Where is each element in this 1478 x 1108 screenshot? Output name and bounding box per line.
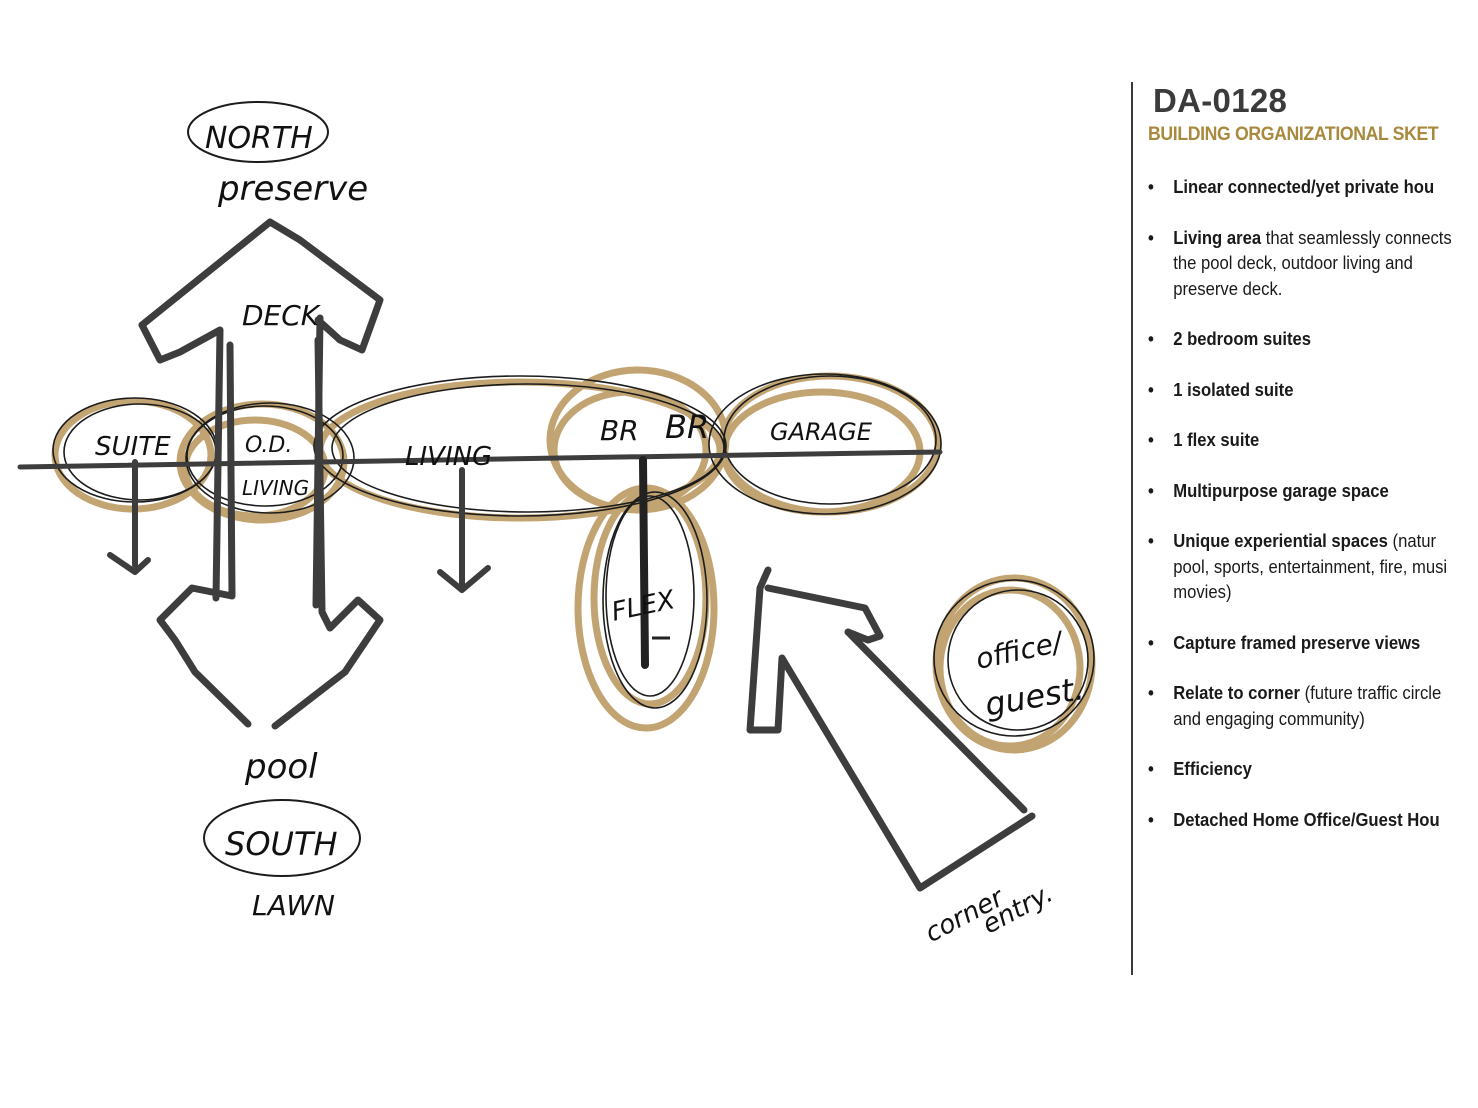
label-od: O.D.: [245, 433, 292, 458]
bullet-bold-text: Living area: [1173, 226, 1262, 248]
ink-zone-circles: [52, 373, 1095, 737]
bullet-item: • 1 flex suite: [1148, 427, 1472, 453]
page-subtitle: BUILDING ORGANIZATIONAL SKET: [1148, 124, 1439, 145]
gold-zone-circles: [51, 366, 1096, 754]
bullet-bold-text: 2 bedroom suites: [1173, 328, 1312, 349]
bullet-dot-icon: •: [1148, 808, 1154, 830]
label-br-1: BR: [600, 414, 639, 447]
label-flex: FLEX: [609, 585, 679, 628]
bullet-text: that seamlessly connects: [1261, 226, 1452, 248]
bullet-bold-text: Relate to corner: [1173, 682, 1300, 703]
bullet-item: • Efficiency: [1148, 756, 1472, 782]
office-zone-gold: [932, 574, 1096, 754]
bullet-item: • Multipurpose garage space: [1148, 478, 1472, 504]
label-garage: GARAGE: [770, 418, 873, 446]
bullet-dot-icon: •: [1148, 226, 1154, 248]
bullet-dot-icon: •: [1148, 378, 1154, 400]
bullet-text: (future traffic circle: [1299, 682, 1442, 703]
label-preserve: preserve: [217, 169, 368, 209]
south-oval: [203, 799, 361, 877]
bullet-item: • Capture framed preserve views: [1148, 630, 1472, 656]
label-office: office/: [973, 625, 1068, 676]
label-lawn: LAWN: [252, 889, 335, 922]
bullet-item: • Relate to corner (future traffic circle…: [1148, 680, 1472, 731]
label-guest: guest.: [982, 669, 1087, 724]
linear-axis-line: [17, 449, 943, 470]
pool-arrow: [156, 336, 384, 730]
bullet-item: • 1 isolated suite: [1148, 377, 1472, 403]
label-deck: DECK: [242, 299, 322, 332]
bullet-bold-text: 1 flex suite: [1173, 429, 1260, 450]
label-od-living: LIVING: [242, 476, 309, 500]
panel-divider: [1131, 82, 1133, 975]
label-suite: SUITE: [95, 432, 171, 462]
down-arrows: [107, 459, 491, 593]
bullet-dot-icon: •: [1148, 176, 1154, 197]
bullet-text: (natur: [1387, 530, 1437, 551]
page-title: DA-0128: [1153, 82, 1288, 119]
organizational-sketch: NORTH preserve DECK SUITE O.D. LIVING LI…: [17, 101, 1096, 949]
bullet-continuation: the pool deck, outdoor living and: [1173, 252, 1413, 273]
label-pool: pool: [244, 747, 318, 787]
bullet-dot-icon: •: [1148, 631, 1154, 653]
bullet-continuation: preserve deck.: [1173, 277, 1283, 299]
bullet-dot-icon: •: [1148, 682, 1154, 703]
bullet-list: • Linear connected/yet private hou • Living…: [1148, 174, 1478, 857]
bullet-item: • Linear connected/yet private hou: [1148, 174, 1472, 200]
bullet-dot-icon: •: [1148, 328, 1154, 349]
bullet-item: • 2 bedroom suites: [1148, 326, 1472, 352]
bullet-bold-text: Efficiency: [1173, 758, 1252, 779]
north-oval: [187, 101, 329, 163]
bullet-bold-text: Multipurpose garage space: [1173, 479, 1389, 501]
bullet-continuation: movies): [1173, 581, 1232, 602]
corner-entry-arrow: [746, 566, 1036, 892]
label-north: NORTH: [205, 121, 313, 156]
bullet-continuation: pool, sports, entertainment, fire, musi: [1173, 555, 1448, 577]
bullet-dot-icon: •: [1148, 530, 1154, 551]
bullet-item: • Detached Home Office/Guest Hou: [1148, 807, 1472, 833]
bullet-dot-icon: •: [1148, 758, 1154, 779]
label-south: SOUTH: [225, 825, 338, 863]
label-living: LIVING: [405, 442, 492, 472]
label-br-2: BR: [665, 408, 709, 446]
bullet-bold-text: Linear connected/yet private hou: [1173, 176, 1435, 197]
flex-connector: [639, 456, 649, 669]
bullet-bold-text: 1 isolated suite: [1173, 378, 1294, 400]
bullet-continuation: and engaging community): [1173, 707, 1365, 729]
bullet-bold-text: Unique experiential spaces: [1173, 530, 1388, 551]
bullet-item: • Living area that seamlessly connects the…: [1148, 225, 1472, 302]
bullet-bold-text: Capture framed preserve views: [1173, 631, 1421, 653]
bullet-bold-text: Detached Home Office/Guest Hou: [1173, 808, 1440, 830]
bullet-dot-icon: •: [1148, 429, 1154, 450]
notes-panel: DA-0128 BUILDING ORGANIZATIONAL SKET • Li…: [1148, 82, 1478, 982]
bullet-dot-icon: •: [1148, 479, 1154, 501]
bullet-item: • Unique experiential spaces (natur pool, …: [1148, 528, 1472, 605]
